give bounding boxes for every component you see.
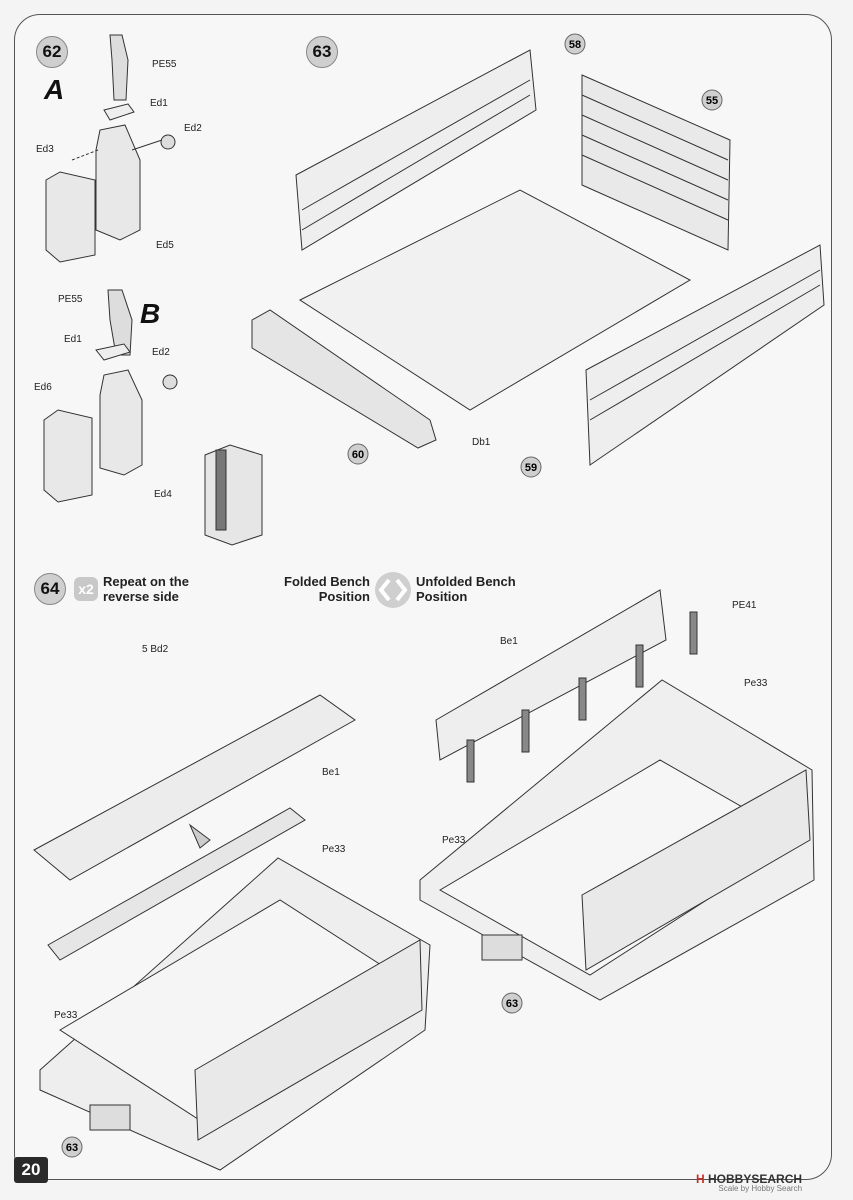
pe33-label-2: Pe33: [54, 1010, 78, 1021]
step-62-variant-b: B: [140, 298, 161, 329]
be1-label-right: Be1: [500, 636, 518, 647]
part-63-callout-right: 63: [506, 998, 518, 1010]
ed2-label-b: Ed2: [152, 347, 170, 358]
bd2-label: 5 Bd2: [142, 644, 169, 655]
folded-bench-label: Folded Bench Position: [284, 574, 370, 604]
watermark: H HOBBYSEARCH Scale by Hobby Search: [696, 1172, 802, 1193]
fold-swap-icon: [375, 572, 411, 608]
watermark-logo: H: [696, 1172, 705, 1186]
ed1-label-a: Ed1: [150, 98, 168, 109]
ed6-label: Ed6: [34, 382, 52, 393]
watermark-text: HOBBYSEARCH: [708, 1172, 803, 1186]
repeat-x2-badge: x2: [74, 577, 98, 601]
part-59-callout: 59: [525, 462, 537, 474]
pe41-label: PE41: [732, 600, 757, 611]
pe55-label-b: PE55: [58, 294, 83, 305]
ed5-label: Ed5: [156, 240, 174, 251]
pe55-label-a: PE55: [152, 59, 177, 70]
part-63-callout-left: 63: [66, 1142, 78, 1154]
part-55-callout: 55: [706, 95, 718, 107]
unfolded-bench-label: Unfolded Bench Position: [416, 574, 516, 604]
jerry-can-a-drawing: [45, 34, 176, 263]
pe33-label-4: Pe33: [442, 835, 466, 846]
ed3-label: Ed3: [36, 144, 54, 155]
part-58-callout: 58: [569, 39, 581, 51]
page-number: 20: [14, 1157, 48, 1183]
bench-unfolded-drawing: [419, 589, 815, 1001]
ed1-label-b: Ed1: [64, 334, 82, 345]
db1-label: Db1: [472, 437, 491, 448]
step-63-number: 63: [306, 36, 338, 68]
step-62-number: 62: [36, 36, 68, 68]
jerry-can-b-drawing: [43, 289, 263, 546]
pe33-label-1: Pe33: [322, 844, 346, 855]
ed4-label: Ed4: [154, 489, 172, 500]
watermark-sub: Scale by Hobby Search: [718, 1184, 803, 1193]
repeat-note: Repeat on the reverse side: [103, 574, 189, 604]
part-60-callout: 60: [352, 449, 364, 461]
be1-label-left: Be1: [322, 767, 340, 778]
step-62-variant-a: A: [44, 74, 65, 105]
pe33-label-3: Pe33: [744, 678, 768, 689]
step-64-number: 64: [34, 573, 66, 605]
ed2-label-a: Ed2: [184, 123, 202, 134]
bench-folded-drawing: [33, 694, 431, 1171]
truck-bed-63-drawing: [251, 49, 825, 466]
